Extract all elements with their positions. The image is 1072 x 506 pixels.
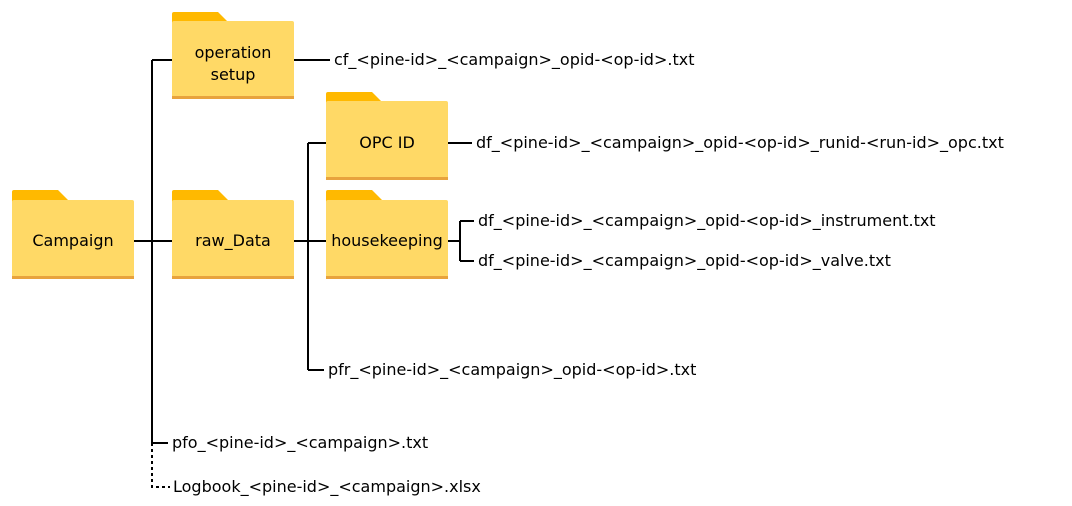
file-df-valve[interactable]: df_<pine-id>_<campaign>_opid-<op-id>_val…	[478, 251, 891, 271]
folder-icon	[326, 190, 448, 279]
folder-icon	[172, 12, 294, 99]
folder-icon	[326, 92, 448, 180]
folder-opc-id[interactable]: OPC ID	[326, 92, 448, 180]
folder-label-campaign: Campaign	[32, 231, 113, 250]
file-cf[interactable]: cf_<pine-id>_<campaign>_opid-<op-id>.txt	[334, 50, 694, 70]
folder-operation-setup[interactable]: operation setup	[172, 12, 294, 99]
file-df-opc[interactable]: df_<pine-id>_<campaign>_opid-<op-id>_run…	[476, 133, 1004, 153]
connector-logbook-dotted	[151, 443, 170, 488]
folder-housekeeping[interactable]: housekeeping	[326, 190, 448, 279]
file-df-instrument[interactable]: df_<pine-id>_<campaign>_opid-<op-id>_ins…	[478, 211, 936, 231]
folder-icon	[172, 190, 294, 279]
folder-label-operation: operation	[195, 43, 272, 62]
folder-label-opc-id: OPC ID	[359, 133, 415, 152]
folder-label-housekeeping: housekeeping	[331, 231, 443, 250]
file-pfr[interactable]: pfr_<pine-id>_<campaign>_opid-<op-id>.tx…	[328, 360, 696, 380]
file-pfo[interactable]: pfo_<pine-id>_<campaign>.txt	[172, 433, 428, 453]
folder-label-raw-data: raw_Data	[195, 231, 271, 251]
folder-raw-data[interactable]: raw_Data	[172, 190, 294, 279]
file-logbook[interactable]: Logbook_<pine-id>_<campaign>.xlsx	[173, 477, 481, 497]
folder-label-setup: setup	[211, 65, 256, 84]
folder-campaign[interactable]: Campaign	[12, 190, 134, 279]
connector-lines	[134, 59, 474, 488]
folder-icon	[12, 190, 134, 279]
